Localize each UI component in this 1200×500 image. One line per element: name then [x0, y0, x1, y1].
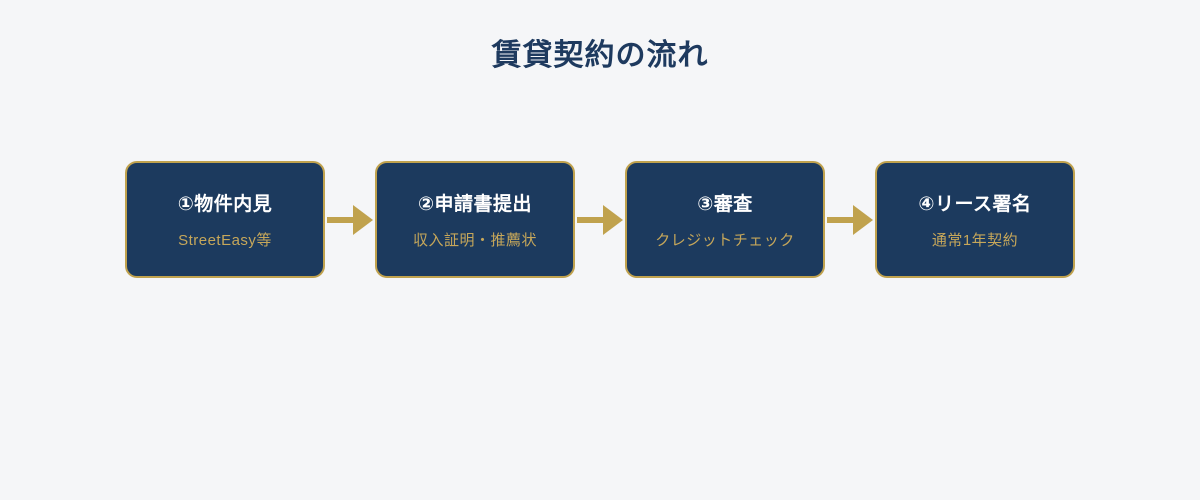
step-subtitle: 収入証明・推薦状	[412, 232, 537, 249]
flow-step-2: ②申請書提出 収入証明・推薦状	[375, 161, 575, 278]
step-title: ②申請書提出	[417, 194, 533, 215]
step-title: ①物件内見	[177, 194, 273, 215]
page-title: 賃貸契約の流れ	[491, 39, 709, 72]
step-subtitle: クレジットチェック	[655, 232, 795, 249]
flow-step-3: ③審査 クレジットチェック	[625, 161, 825, 278]
arrow-right-icon	[325, 161, 375, 278]
flow-step-4: ④リース署名 通常1年契約	[875, 161, 1075, 278]
arrow-right-icon	[575, 161, 625, 278]
step-title: ③審査	[697, 194, 753, 215]
flow-row: ①物件内見 StreetEasy等 ②申請書提出 収入証明・推薦状 ③審査 クレ…	[125, 161, 1075, 278]
arrow-right-icon	[825, 161, 875, 278]
flow-step-1: ①物件内見 StreetEasy等	[125, 161, 325, 278]
step-subtitle: StreetEasy等	[178, 232, 272, 249]
step-title: ④リース署名	[918, 194, 1032, 215]
step-subtitle: 通常1年契約	[931, 232, 1019, 249]
